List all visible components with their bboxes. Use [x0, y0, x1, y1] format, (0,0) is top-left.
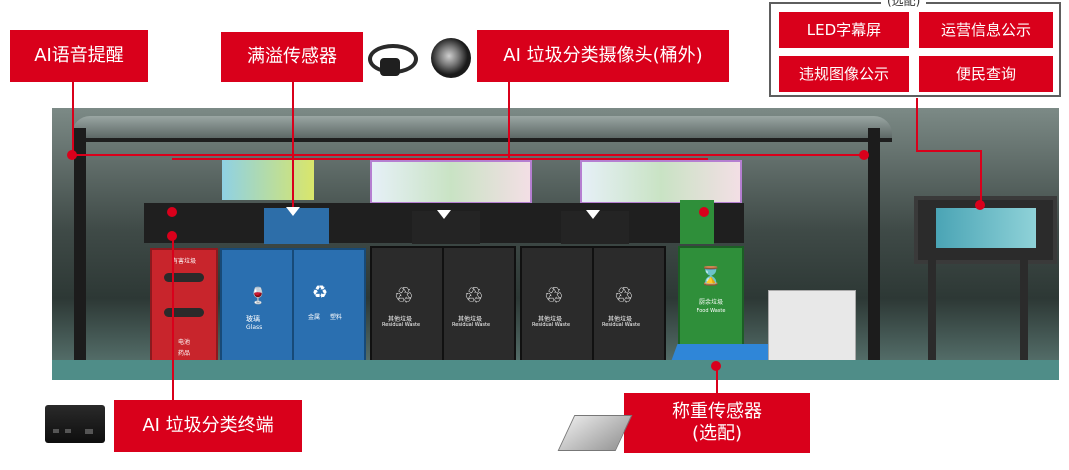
bin-blue: 🍷 玻璃 Glass ♻ 金属 塑料	[220, 248, 366, 364]
bin-blue-item-metal: 金属	[308, 314, 321, 321]
callout-line-terminal	[172, 236, 174, 406]
bin-black-2-divider	[592, 248, 594, 362]
bin-black-1-label-right-en: Residual Waste	[452, 322, 491, 328]
bin-blue-item-glass: 玻璃	[246, 315, 260, 323]
recycle-icon: ♲	[544, 284, 564, 309]
canopy-post-left	[74, 128, 86, 380]
hourglass-icon: ⌛	[699, 266, 723, 287]
bin-black-1: ♲ 其他垃圾 Residual Waste ♲ 其他垃圾 Residual Wa…	[370, 246, 516, 364]
feature-public-query: 便民查询	[919, 56, 1053, 92]
feature-violation-images: 违规图像公示	[779, 56, 909, 92]
bin-blue-item-plastic: 塑料	[330, 314, 343, 321]
terminal-port-icon	[85, 429, 93, 434]
bin-black-1-label-left-en: Residual Waste	[382, 322, 421, 328]
callout-line-overflow	[292, 80, 294, 210]
callout-dot	[975, 200, 985, 210]
banner-2	[370, 160, 532, 204]
callout-line-mid	[172, 158, 708, 160]
optional-features-panel: (选配) LED字幕屏 运营信息公示 违规图像公示 便民查询	[769, 0, 1061, 97]
bin-red-slot-1	[164, 273, 204, 282]
bin-black-2-label-right: 其他垃圾	[608, 316, 633, 323]
callout-dot	[859, 150, 869, 160]
bin-black-1-label-left: 其他垃圾	[388, 316, 413, 323]
canopy-roof	[72, 116, 892, 142]
label-ai-camera: AI 垃圾分类摄像头(桶外)	[477, 30, 729, 82]
bin-blue-divider	[292, 250, 294, 362]
banner-1	[222, 160, 314, 200]
label-weight-sensor: 称重传感器 (选配)	[624, 393, 810, 453]
overflow-sensor-device	[362, 40, 420, 78]
callout-dot	[67, 150, 77, 160]
bin-red-slot-2	[164, 308, 204, 317]
bin-black-2: ♲ 其他垃圾 Residual Waste ♲ 其他垃圾 Residual Wa…	[520, 246, 666, 364]
bin-black-2-label-left-en: Residual Waste	[532, 322, 571, 328]
kiosk-leg-left	[928, 258, 936, 380]
callout-dot	[699, 207, 709, 217]
callout-line-voice	[72, 60, 74, 156]
bin-red-item-1: 电池	[177, 339, 190, 346]
kiosk-screen	[935, 208, 1036, 248]
bin-black-1-label-right: 其他垃圾	[458, 316, 483, 323]
overflow-arrow	[286, 207, 300, 216]
recycle-icon: ♲	[394, 284, 414, 309]
label-weight-sensor-line1: 称重传感器	[672, 400, 762, 422]
bin-black-2-label-right-en: Residual Waste	[602, 322, 641, 328]
green-hopper	[680, 200, 714, 244]
info-kiosk	[914, 196, 1057, 264]
weight-plate-device-icon	[557, 415, 633, 451]
terminal-port-icon	[65, 429, 71, 433]
canopy-post-right	[868, 128, 880, 380]
terminal-device-icon	[45, 405, 105, 443]
callout-line-top	[72, 154, 864, 156]
label-ai-terminal: AI 垃圾分类终端	[114, 400, 302, 452]
kiosk-leg-right	[1020, 258, 1028, 380]
bin-black-1-divider	[442, 248, 444, 362]
banner-3	[580, 160, 742, 204]
overflow-arrow	[437, 210, 451, 219]
callout-line-panel-h	[916, 150, 980, 152]
terminal-port-icon	[53, 429, 59, 433]
callout-line-panel-v	[980, 150, 982, 205]
ground	[52, 360, 1059, 380]
callout-line-camera	[508, 80, 510, 158]
feature-led-screen: LED字幕屏	[779, 12, 909, 48]
recycle-icon: ♻	[312, 282, 329, 303]
recycle-icon: ♲	[614, 284, 634, 309]
station-photo: 有害垃圾 电池 药品 🍷 玻璃 Glass ♻ 金属 塑料 ♲ 其他垃圾 Res…	[52, 108, 1059, 380]
wine-glass-icon: 🍷	[248, 286, 268, 305]
callout-line-weight	[716, 366, 718, 396]
overflow-arrow	[586, 210, 600, 219]
bin-green: ⌛ 厨余垃圾 Food Waste	[678, 246, 744, 350]
label-ai-voice: AI语音提醒	[10, 30, 148, 82]
bin-green-label: 厨余垃圾	[698, 299, 723, 306]
recycle-icon: ♲	[464, 284, 484, 309]
label-weight-sensor-line2: (选配)	[691, 423, 743, 444]
bin-red-label: 有害垃圾	[171, 258, 196, 265]
bin-green-label-en: Food Waste	[696, 308, 726, 314]
callout-line-panel	[916, 98, 918, 150]
optional-panel-title: (选配)	[881, 0, 927, 9]
label-overflow-sensor: 满溢传感器	[221, 32, 363, 82]
bin-red: 有害垃圾 电池 药品	[150, 248, 218, 364]
callout-dot	[711, 361, 721, 371]
sensor-body-icon	[380, 58, 400, 76]
bin-blue-item-glass-en: Glass	[246, 324, 263, 331]
camera-device-icon	[431, 38, 471, 78]
feature-operation-info: 运营信息公示	[919, 12, 1053, 48]
bin-red-item-2: 药品	[177, 350, 190, 357]
bin-black-2-label-left: 其他垃圾	[538, 316, 563, 323]
callout-dot	[167, 231, 177, 241]
callout-dot	[167, 207, 177, 217]
